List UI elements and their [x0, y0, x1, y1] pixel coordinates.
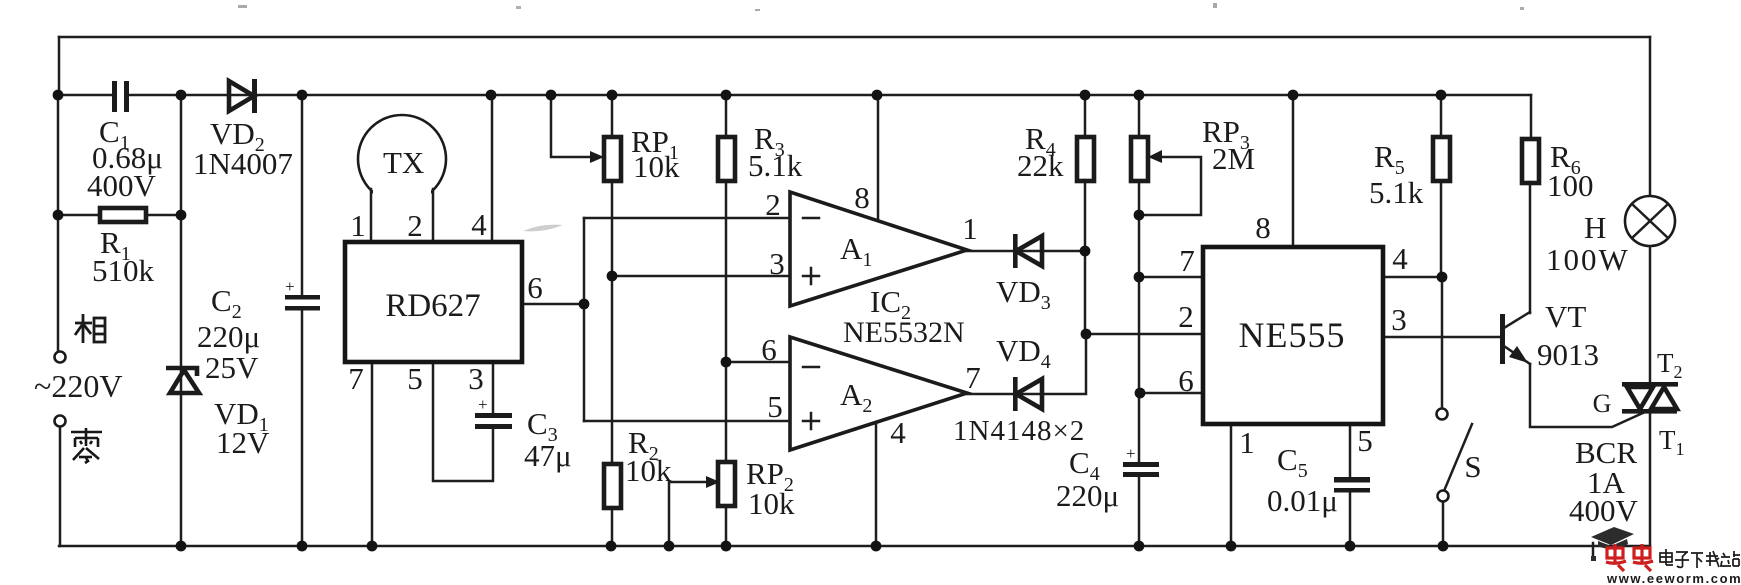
svg-text:22k: 22k — [1017, 148, 1064, 183]
svg-text:8: 8 — [854, 180, 870, 215]
svg-text:1N4007: 1N4007 — [193, 146, 293, 181]
svg-text:2: 2 — [765, 187, 781, 222]
svg-text:0.68μ: 0.68μ — [92, 140, 163, 175]
svg-text:510k: 510k — [92, 253, 155, 288]
svg-text:5: 5 — [407, 361, 423, 396]
svg-text:RD627: RD627 — [385, 288, 480, 324]
svg-text:47μ: 47μ — [524, 438, 572, 473]
svg-text:C1: C1 — [99, 114, 130, 154]
svg-text:TX: TX — [383, 145, 424, 180]
svg-text:10k: 10k — [633, 149, 680, 184]
svg-text:9013: 9013 — [1537, 337, 1599, 372]
svg-text:1N4148×2: 1N4148×2 — [953, 415, 1085, 447]
svg-text:220μ: 220μ — [1056, 478, 1119, 513]
svg-text:2M: 2M — [1212, 141, 1255, 176]
svg-text:400V: 400V — [1569, 493, 1639, 528]
svg-text:4: 4 — [471, 207, 487, 242]
svg-text:3: 3 — [468, 361, 484, 396]
svg-text:10k: 10k — [748, 486, 795, 521]
svg-text:5.1k: 5.1k — [1369, 175, 1424, 210]
svg-text:10k: 10k — [625, 453, 672, 488]
svg-text:NE5532N: NE5532N — [843, 316, 965, 349]
svg-text:R1: R1 — [100, 225, 131, 265]
svg-text:NE555: NE555 — [1239, 315, 1346, 355]
svg-text:5: 5 — [767, 389, 783, 424]
svg-text:1: 1 — [350, 208, 366, 243]
svg-text:+: + — [1126, 444, 1136, 463]
svg-text:12V: 12V — [216, 425, 270, 460]
svg-text:0.01μ: 0.01μ — [1267, 483, 1338, 518]
svg-text:2: 2 — [407, 208, 423, 243]
svg-text:+: + — [285, 277, 295, 296]
svg-text:www.eeworm.com: www.eeworm.com — [1606, 571, 1741, 585]
svg-text:7: 7 — [348, 361, 364, 396]
svg-text:7: 7 — [965, 360, 981, 395]
svg-text:VT: VT — [1545, 299, 1586, 334]
svg-text:BCR: BCR — [1575, 435, 1637, 470]
svg-text:3: 3 — [769, 246, 785, 281]
svg-text:5: 5 — [1357, 423, 1373, 458]
svg-text:25V: 25V — [205, 350, 259, 385]
svg-text:1: 1 — [962, 211, 978, 246]
svg-text:7: 7 — [1179, 243, 1195, 278]
svg-text:+: + — [478, 395, 488, 414]
svg-text:400V: 400V — [87, 168, 157, 203]
svg-text:8: 8 — [1255, 210, 1271, 245]
svg-text:4: 4 — [1392, 241, 1408, 276]
svg-text:2: 2 — [1178, 299, 1194, 334]
svg-text:100: 100 — [1547, 168, 1594, 203]
svg-text:1: 1 — [1239, 425, 1255, 460]
svg-text:3: 3 — [1391, 302, 1407, 337]
svg-text:1A: 1A — [1587, 465, 1626, 500]
svg-text:100W: 100W — [1546, 242, 1630, 277]
svg-text:6: 6 — [761, 332, 777, 367]
svg-text:G: G — [1593, 389, 1612, 418]
svg-text:220μ: 220μ — [197, 319, 260, 354]
svg-text:4: 4 — [890, 415, 906, 450]
svg-text:~220V: ~220V — [34, 368, 122, 404]
svg-text:6: 6 — [527, 270, 543, 305]
svg-text:H: H — [1584, 210, 1606, 245]
svg-text:6: 6 — [1178, 363, 1194, 398]
svg-text:5.1k: 5.1k — [748, 148, 803, 183]
svg-text:S: S — [1464, 449, 1481, 484]
